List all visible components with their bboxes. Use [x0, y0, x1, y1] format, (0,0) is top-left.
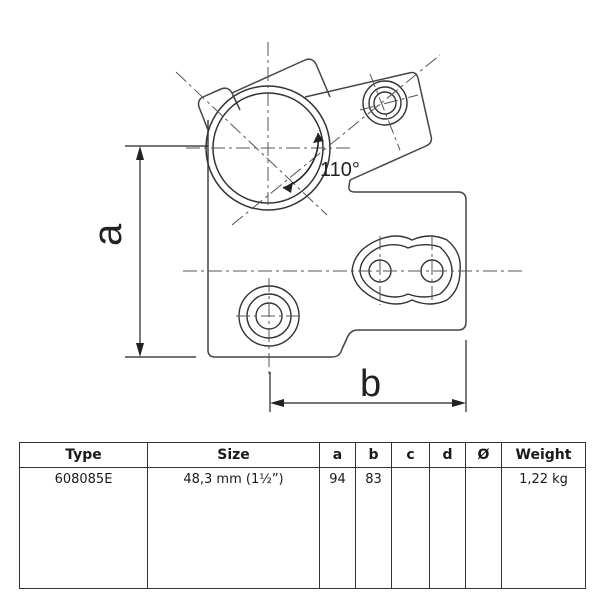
dimension-b-label: b [360, 363, 381, 405]
spec-table-header-row: Type Size a b c d Ø Weight [19, 442, 586, 468]
technical-drawing: 110° a b [86, 42, 525, 412]
cell-size: 48,3 mm (1½”) [147, 467, 320, 589]
col-header-a: a [319, 442, 356, 468]
col-header-size: Size [147, 442, 320, 468]
spec-table: Type Size a b c d Ø Weight 608085E 48,3 … [19, 442, 586, 589]
upper-set-screw [362, 80, 408, 126]
angle-label: 110° [320, 159, 360, 181]
fitting-body-outline [197, 58, 467, 358]
cell-diameter [465, 467, 502, 589]
col-header-d: d [429, 442, 466, 468]
cell-weight: 1,22 kg [501, 467, 586, 589]
dimension-a-label: a [86, 223, 130, 246]
cell-c [391, 467, 430, 589]
double-hole-slot [351, 235, 461, 305]
dimension-a-line [125, 145, 208, 358]
center-lines [175, 42, 525, 375]
col-header-diameter: Ø [465, 442, 502, 468]
col-header-c: c [391, 442, 430, 468]
col-header-weight: Weight [501, 442, 586, 468]
cell-a: 94 [319, 467, 356, 589]
dimension-b-line [269, 340, 467, 412]
cell-d [429, 467, 466, 589]
cell-b: 83 [355, 467, 392, 589]
col-header-type: Type [19, 442, 148, 468]
table-row: 608085E 48,3 mm (1½”) 94 83 1,22 kg [19, 467, 586, 589]
col-header-b: b [355, 442, 392, 468]
angle-arc [282, 132, 324, 193]
cell-type: 608085E [19, 467, 148, 589]
